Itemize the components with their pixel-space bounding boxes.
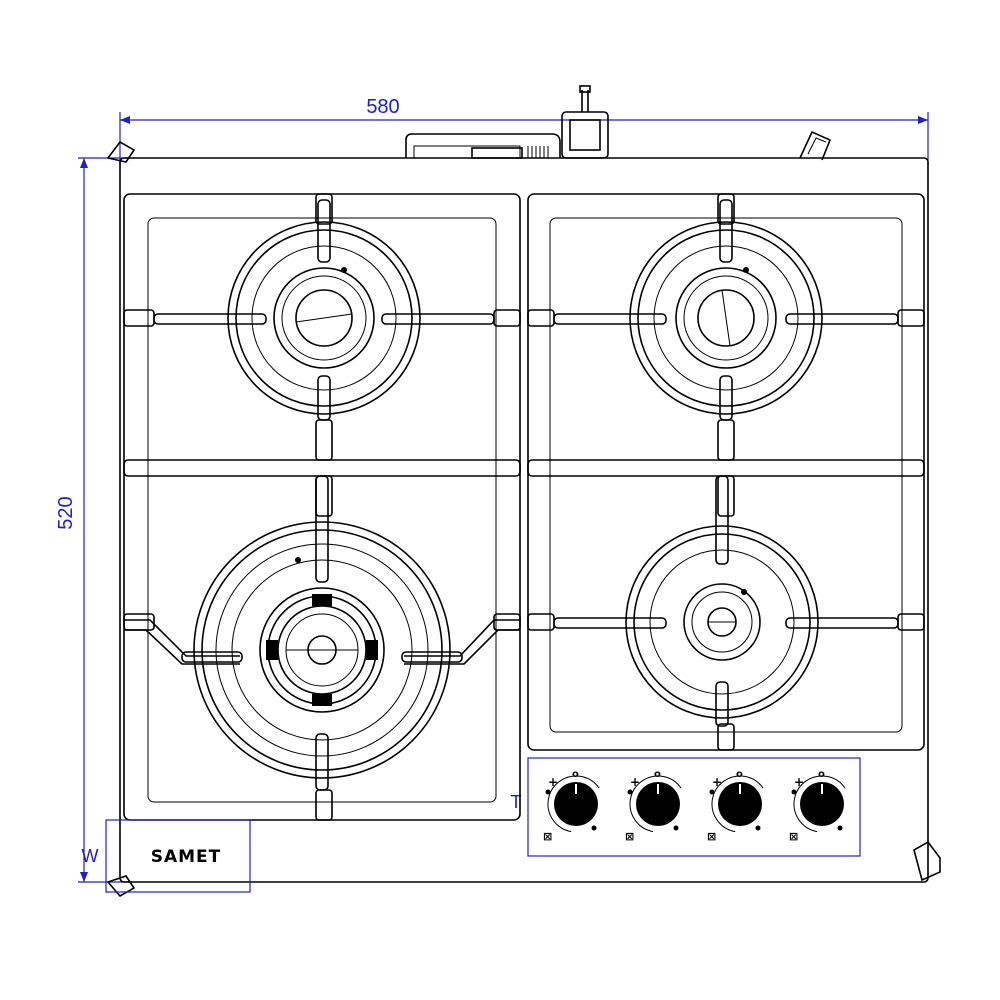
knob-burner-dot xyxy=(755,825,761,831)
knob-max-symbol: + xyxy=(712,775,722,789)
knob-burner-dot xyxy=(627,789,633,795)
control-knob[interactable]: + o ⊠ xyxy=(789,769,854,843)
knob-burner-dot xyxy=(709,789,715,795)
knob-burner-dot xyxy=(791,789,797,795)
width-dimension-label: 580 xyxy=(366,96,399,118)
side-dimension-label: W xyxy=(82,846,99,866)
hob-outline xyxy=(119,157,929,883)
knob-min-symbol: ⊠ xyxy=(789,830,798,843)
control-knob[interactable]: + o ⊠ xyxy=(625,769,690,843)
pan-supports xyxy=(123,193,925,821)
control-dimension-label: T xyxy=(511,792,522,812)
knob-min-symbol: ⊠ xyxy=(707,830,716,843)
knob-burner-dot xyxy=(673,825,679,831)
knob-burner-dot xyxy=(837,825,843,831)
knob-burner-dot xyxy=(545,789,551,795)
control-knob[interactable]: + o ⊠ xyxy=(707,769,772,843)
knob-min-symbol: ⊠ xyxy=(543,830,552,843)
knob-max-symbol: + xyxy=(548,775,558,789)
knob-off-symbol: o xyxy=(818,769,825,780)
knob-body xyxy=(800,782,844,826)
brand-logo: SAMET xyxy=(151,847,222,867)
gas-connector xyxy=(405,133,561,159)
control-knob[interactable]: + o ⊠ xyxy=(543,769,608,843)
control-panel-outline xyxy=(527,757,861,857)
burner-rear-left xyxy=(153,199,495,421)
burner-rear-right xyxy=(553,199,899,421)
burner-front-right xyxy=(553,475,899,727)
knob-off-symbol: o xyxy=(572,769,579,780)
logo-area-outline xyxy=(105,819,251,893)
knob-max-symbol: + xyxy=(794,775,804,789)
knob-min-symbol: ⊠ xyxy=(625,830,634,843)
knob-body xyxy=(554,782,598,826)
height-dimension-label: 520 xyxy=(55,496,77,529)
knob-body xyxy=(718,782,762,826)
rear-right-clip xyxy=(799,130,832,161)
knob-off-symbol: o xyxy=(654,769,661,780)
power-plug xyxy=(561,85,609,159)
burner-front-left-wok xyxy=(181,475,463,791)
dimension-lines xyxy=(78,112,929,883)
knob-burner-dot xyxy=(591,825,597,831)
corner-brackets xyxy=(106,140,941,898)
knob-off-symbol: o xyxy=(736,769,743,780)
knob-max-symbol: + xyxy=(630,775,640,789)
knob-layer: + o ⊠ + o ⊠ + o ⊠ + o ⊠ xyxy=(543,769,854,843)
knob-body xyxy=(636,782,680,826)
